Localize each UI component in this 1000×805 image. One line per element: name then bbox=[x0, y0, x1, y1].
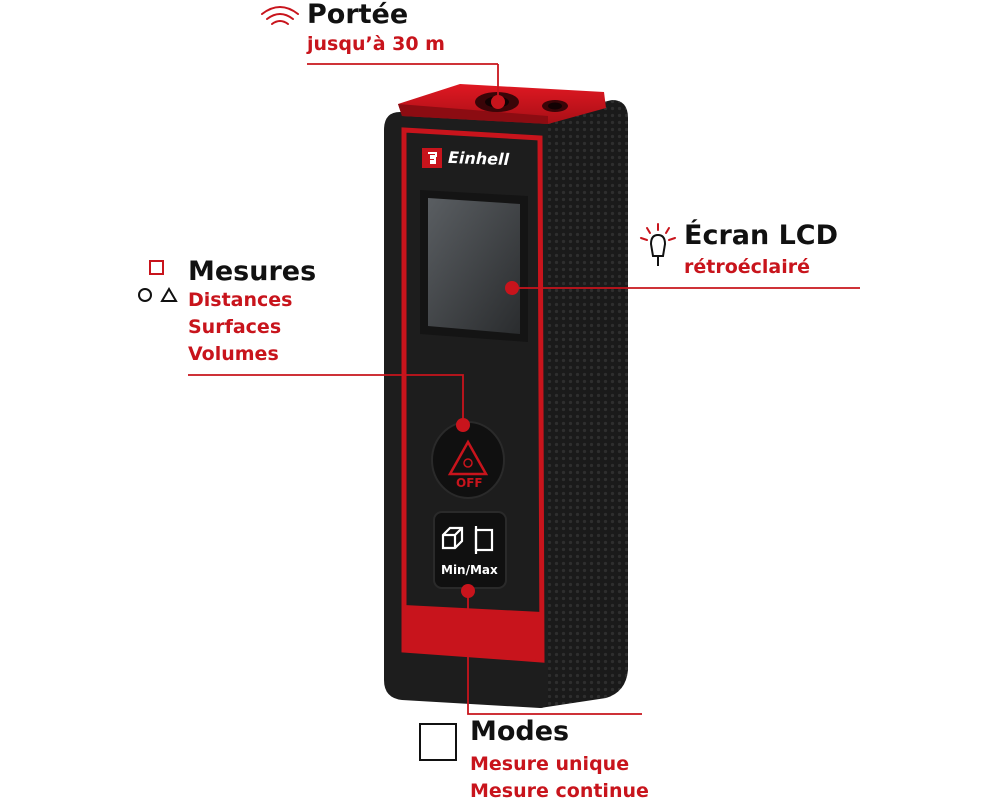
measure-item: Distances bbox=[188, 289, 293, 311]
modes-title: Modes bbox=[470, 716, 570, 747]
lcd-screen bbox=[428, 198, 520, 334]
range-title: Portée bbox=[307, 0, 409, 30]
laser-warning-icon bbox=[447, 439, 489, 476]
modes-list: Mesure unique Mesure continue bbox=[470, 751, 649, 805]
min-max-label[interactable]: Min/Max bbox=[441, 563, 498, 577]
measures-point bbox=[456, 418, 470, 432]
display-point bbox=[505, 281, 519, 295]
range-detail: jusqu’à 30 m bbox=[307, 33, 445, 55]
modes-point bbox=[461, 584, 475, 598]
signal-waves-icon bbox=[261, 6, 299, 25]
mode-item: Mesure continue bbox=[470, 780, 649, 802]
power-off-label[interactable]: OFF bbox=[456, 476, 483, 490]
display-title: Écran LCD bbox=[684, 220, 839, 251]
mode-item: Mesure unique bbox=[470, 753, 630, 775]
bottom-red-strip bbox=[404, 605, 542, 660]
measure-item: Surfaces bbox=[188, 316, 282, 338]
measure-item: Volumes bbox=[188, 343, 279, 365]
display-detail: rétroéclairé bbox=[684, 256, 811, 278]
backlight-bulb-icon bbox=[640, 223, 676, 266]
range-point bbox=[491, 95, 505, 109]
measures-list: Distances Surfaces Volumes bbox=[188, 287, 292, 368]
side-grip bbox=[540, 100, 628, 708]
leader-lines bbox=[188, 63, 860, 715]
measures-title: Mesures bbox=[188, 256, 317, 287]
shapes-icon bbox=[138, 260, 178, 302]
brand-label: Einhell bbox=[447, 147, 510, 170]
square-icon bbox=[419, 723, 457, 761]
laser-rangefinder-device bbox=[384, 84, 628, 708]
volume-cube-icon bbox=[441, 526, 464, 550]
